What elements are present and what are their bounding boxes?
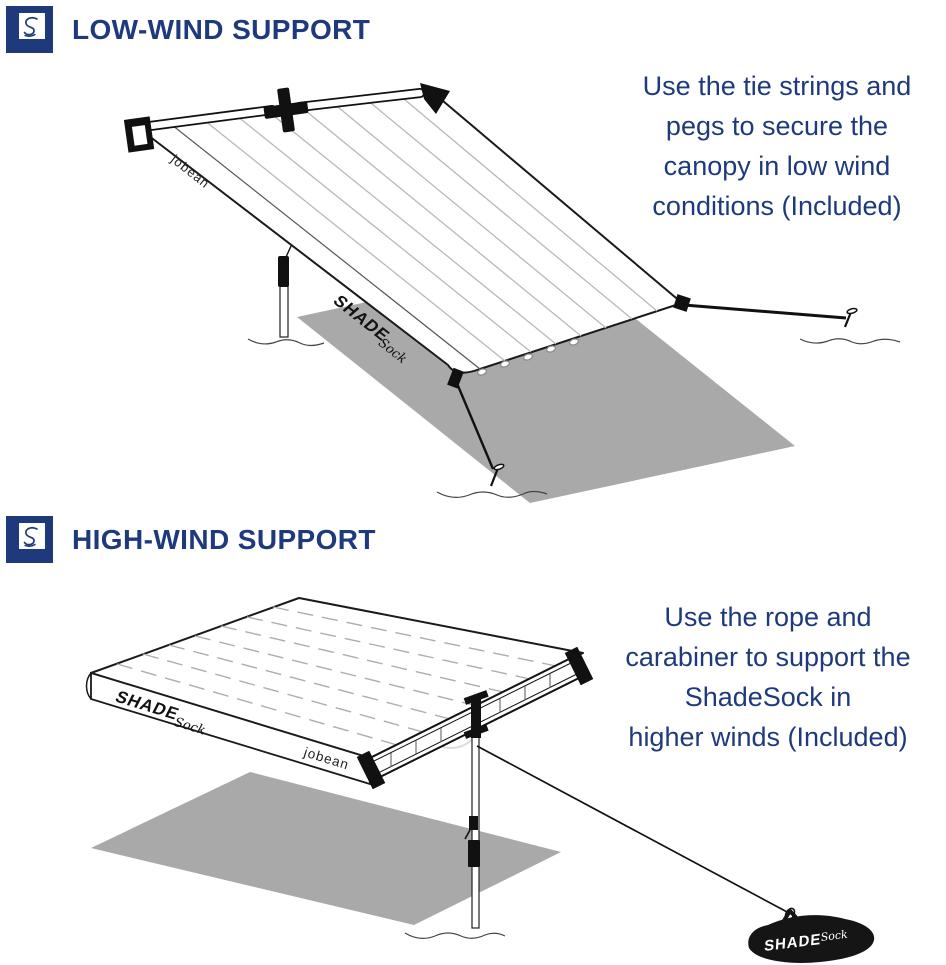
- note-line: ShadeSock in: [684, 682, 852, 712]
- note-line: pegs to secure the: [665, 111, 889, 141]
- section-title-high-wind: HIGH-WIND SUPPORT: [72, 523, 376, 555]
- support-pole: [464, 725, 480, 929]
- note-line: Use the rope and: [664, 602, 872, 632]
- ground-line: [247, 338, 325, 347]
- section-header-low-wind: LOW-WIND SUPPORT: [6, 6, 370, 53]
- note-line: conditions (Included): [652, 191, 902, 221]
- note-line: canopy in low wind: [663, 151, 891, 181]
- ground-peg-icon: [489, 463, 505, 487]
- cross-connector: [263, 87, 309, 133]
- note-line: Use the tie strings and: [642, 71, 912, 101]
- support-pole: [278, 243, 293, 338]
- ground-line: [436, 490, 548, 498]
- support-rope: [476, 745, 790, 914]
- ground-line: [404, 932, 506, 939]
- low-wind-illustration: jobean SHADE Sock: [123, 83, 901, 503]
- ground-peg-icon: [843, 307, 858, 328]
- ground-shadow: [91, 772, 561, 925]
- section-title-low-wind: LOW-WIND SUPPORT: [72, 13, 371, 45]
- corner-bracket: [123, 116, 155, 153]
- tie-loops: [477, 338, 579, 376]
- note-line: higher winds (Included): [628, 722, 908, 752]
- note-line: carabiner to support the: [625, 642, 911, 672]
- corner-connector: [673, 294, 691, 312]
- corner-connector: [447, 367, 464, 389]
- canopy: [139, 89, 683, 374]
- truss-end-cap: [564, 646, 594, 686]
- svg-text:Sock: Sock: [820, 928, 849, 944]
- canopy-frame-tube: [145, 88, 425, 131]
- high-wind-illustration: SHADE Sock jobean SHADE Sock: [85, 597, 875, 963]
- shadesock-logo-icon: [6, 516, 53, 563]
- shadesock-logo-icon: [6, 6, 53, 53]
- ground-line: [799, 338, 901, 345]
- truss-end-cap: [356, 750, 386, 790]
- corner-bracket: [420, 83, 450, 114]
- canopy: [85, 597, 584, 786]
- section-header-high-wind: HIGH-WIND SUPPORT: [6, 516, 376, 563]
- high-wind-note: Use the rope and carabiner to support th…: [590, 597, 946, 757]
- pole-joint: [463, 690, 489, 739]
- tie-string: [454, 380, 495, 470]
- tie-string: [683, 303, 847, 320]
- carry-bag: SHADE Sock: [748, 907, 875, 963]
- low-wind-note: Use the tie strings and pegs to secure t…: [608, 66, 946, 226]
